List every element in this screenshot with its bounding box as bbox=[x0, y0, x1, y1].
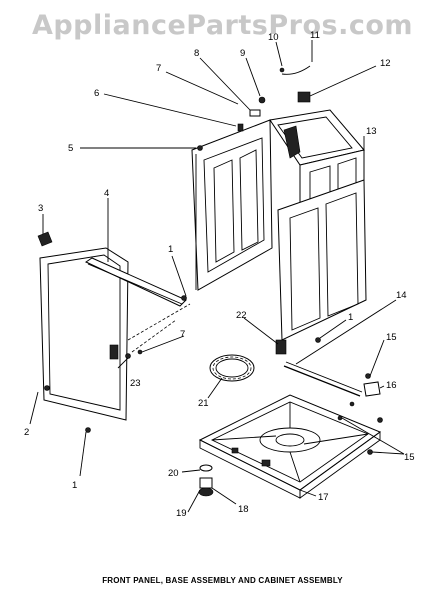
callout-12: 12 bbox=[380, 58, 391, 69]
callout-6: 6 bbox=[94, 88, 99, 99]
callout-7-top: 7 bbox=[156, 63, 161, 74]
callout-16: 16 bbox=[386, 380, 397, 391]
callout-7-mid: 7 bbox=[180, 329, 185, 340]
front-panel-door bbox=[39, 247, 129, 421]
leader-lines bbox=[29, 40, 405, 513]
hinge-12 bbox=[297, 91, 311, 103]
callout-1-right: 1 bbox=[348, 312, 353, 323]
callout-14: 14 bbox=[396, 290, 407, 301]
panel-strip bbox=[84, 257, 187, 307]
callout-4: 4 bbox=[104, 188, 109, 199]
callout-13: 13 bbox=[366, 126, 377, 137]
callout-8: 8 bbox=[194, 48, 199, 59]
leveling-foot-nut bbox=[199, 464, 213, 472]
callout-3: 3 bbox=[38, 203, 43, 214]
diagram-caption: FRONT PANEL, BASE ASSEMBLY AND CABINET A… bbox=[102, 576, 343, 585]
front-panel-latch bbox=[109, 344, 119, 360]
leveling-foot bbox=[199, 477, 213, 489]
base-assembly bbox=[198, 394, 382, 499]
callout-1-mid: 1 bbox=[168, 244, 173, 255]
callout-22: 22 bbox=[236, 310, 247, 321]
watermark: AppliancePartsPros.com bbox=[31, 10, 414, 41]
callout-2: 2 bbox=[24, 427, 29, 438]
cabinet-right-panel bbox=[277, 179, 367, 341]
bracket-22 bbox=[275, 339, 287, 355]
callout-19: 19 bbox=[176, 508, 187, 519]
callout-10: 10 bbox=[268, 32, 279, 43]
callout-numbers: 3 4 5 6 7 8 9 10 11 12 13 1 22 1 14 15 1… bbox=[24, 30, 415, 519]
callout-23: 23 bbox=[130, 378, 141, 389]
cabinet-assembly bbox=[191, 109, 367, 341]
callout-17: 17 bbox=[318, 492, 329, 503]
cabinet-corner-bracket bbox=[283, 125, 301, 159]
callout-18: 18 bbox=[238, 504, 249, 515]
callout-11: 11 bbox=[310, 30, 320, 41]
clip-3 bbox=[37, 231, 53, 247]
callout-15-bottom: 15 bbox=[404, 452, 415, 463]
callout-15-top: 15 bbox=[386, 332, 397, 343]
tension-rod bbox=[283, 361, 383, 423]
callout-5: 5 bbox=[68, 143, 73, 154]
callout-1-bottom: 1 bbox=[72, 480, 77, 491]
front-panel bbox=[39, 247, 191, 421]
hardware bbox=[37, 65, 373, 455]
callout-20: 20 bbox=[168, 468, 179, 479]
rod-bracket bbox=[363, 381, 381, 397]
callout-21: 21 bbox=[198, 398, 209, 409]
drum-ring bbox=[209, 354, 255, 382]
cabinet-left-panel bbox=[191, 119, 273, 291]
callout-9: 9 bbox=[240, 48, 245, 59]
